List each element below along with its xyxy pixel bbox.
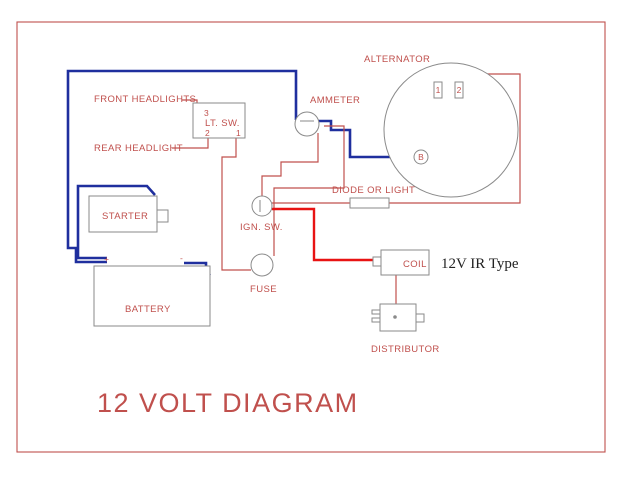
battery-label: BATTERY [125,304,171,315]
fuse [250,253,274,277]
coil-label: COIL [403,259,427,270]
distributor-label: DISTRIBUTOR [371,344,440,355]
alternator-terminal-1-label: 1 [436,85,441,95]
ammeter-to-fuse-wire [273,125,345,256]
alternator-terminal-2 [454,81,464,99]
light-switch: 3 LT. SW. 2 1 [192,102,246,139]
battery-to-starter-cable [76,184,156,260]
alternator-terminal-2-label: 2 [457,85,462,95]
coil [372,249,430,276]
alternator-terminal-b-label: B [418,152,424,162]
alternator: 1 2 B [383,62,519,198]
diode-or-light [349,197,390,209]
battery-to-ammeter-cable [66,69,298,264]
starter-label: STARTER [102,211,148,222]
rear-headlight-label: REAR HEADLIGHT [94,143,183,154]
diagram-title: 12 VOLT DIAGRAM [97,388,359,418]
front-headlights-label: FRONT HEADLIGHTS [94,94,196,105]
distributor [371,303,425,332]
light-switch-terminal-1: 1 [236,128,241,138]
light-switch-terminal-3: 3 [204,108,209,118]
alternator-label: ALTERNATOR [364,54,430,65]
battery-positive-terminal: + [104,254,109,264]
alternator-terminal-1 [433,81,443,99]
light-switch-terminal-2: 2 [205,128,210,138]
rear-headlight-wire [172,138,209,149]
alternator-terminal-b [413,149,429,165]
diagram-frame [16,21,606,453]
coil-type-note: 12V IR Type [441,256,519,272]
ignition-to-coil-feed [272,207,380,262]
battery [93,265,211,327]
ammeter-label: AMMETER [310,95,360,106]
ammeter-to-alternator-cable [318,119,414,159]
ignition-switch-label: IGN. SW. [240,222,283,233]
ammeter-to-ignition-wire [261,133,319,196]
ignition-switch [251,195,273,217]
diode-or-light-label: DIODE OR LIGHT [332,185,415,196]
light-switch-label: LT. SW. [205,118,240,129]
switch-to-fuse-wire [221,138,251,271]
fuse-label: FUSE [250,284,277,295]
battery-negative-terminal: - [180,253,183,263]
starter [88,195,169,233]
ammeter [294,111,320,137]
